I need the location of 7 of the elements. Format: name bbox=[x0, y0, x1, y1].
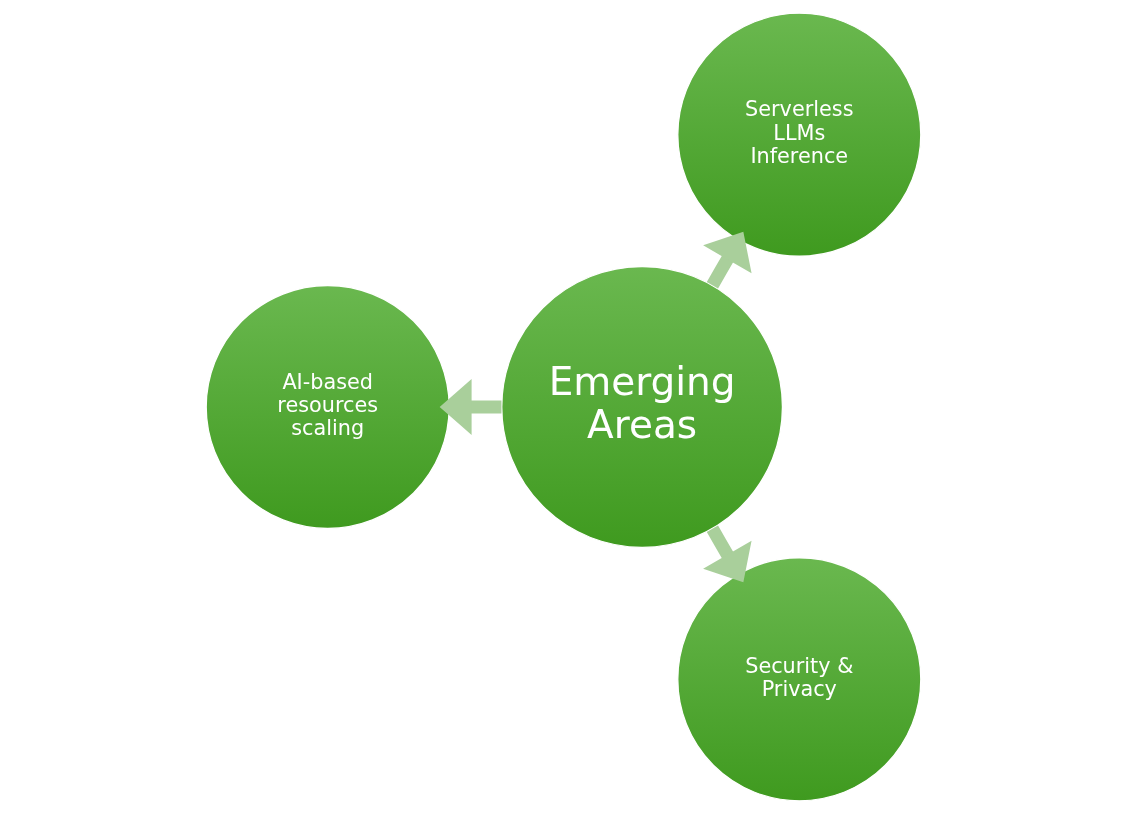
arrow bbox=[703, 231, 752, 289]
arrow bbox=[703, 525, 752, 583]
arrow bbox=[439, 379, 502, 435]
node-circle: Emerging Areas bbox=[501, 266, 784, 548]
node-circle: Security & Privacy bbox=[677, 557, 922, 802]
node-circle: Serverless LLMs Inference bbox=[677, 12, 922, 257]
node-circle: AI-based resources scaling bbox=[205, 284, 450, 530]
